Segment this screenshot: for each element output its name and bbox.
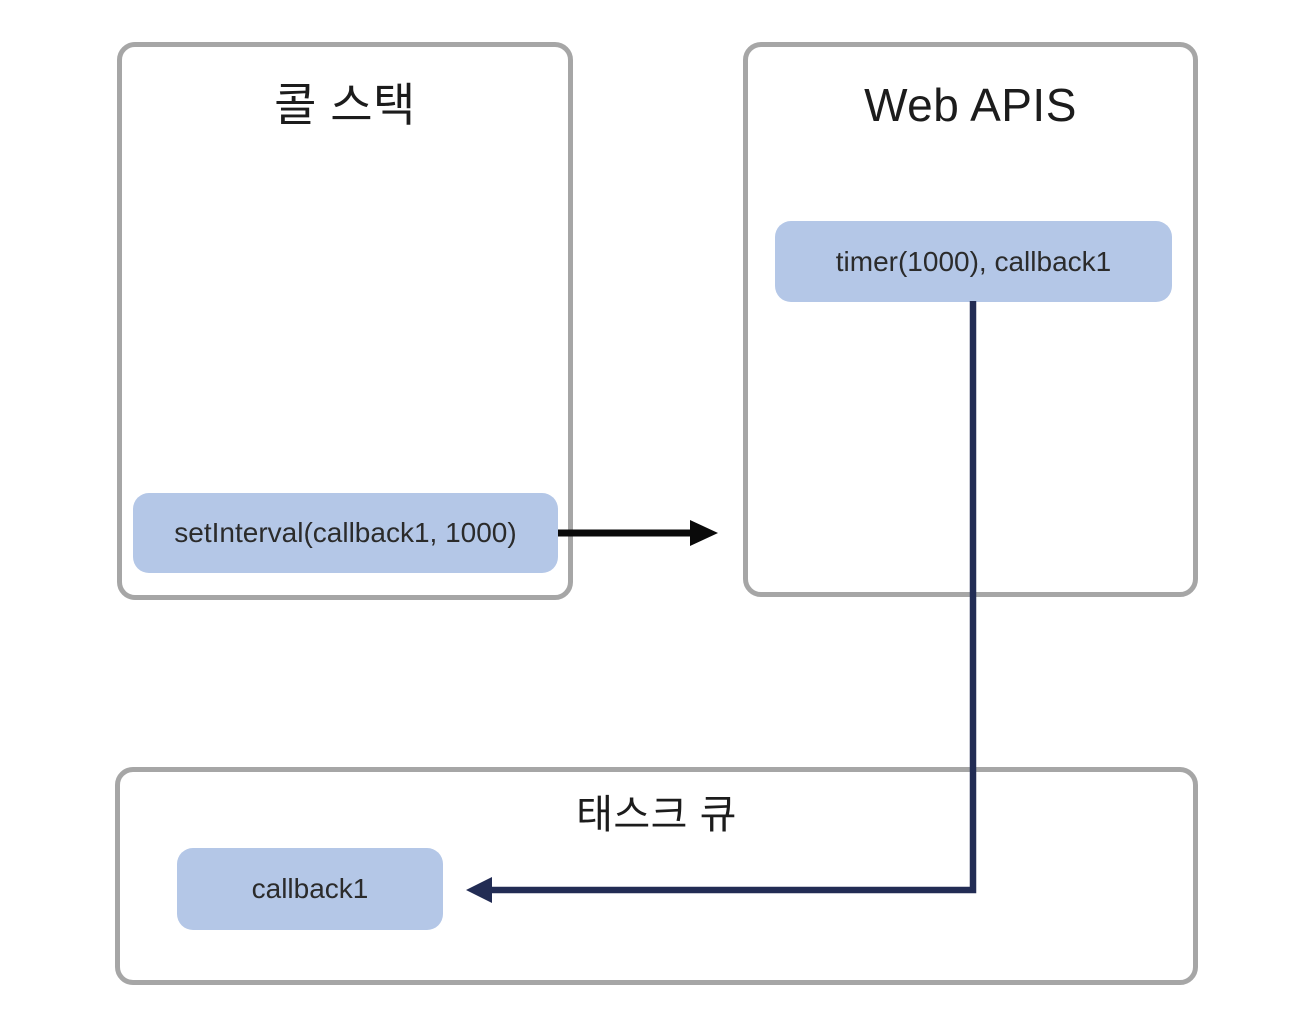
call-stack-title: 콜 스택 bbox=[274, 79, 416, 131]
callstack-to-webapis-arrow bbox=[558, 520, 718, 546]
timer-chip: timer(1000), callback1 bbox=[775, 221, 1172, 302]
web-apis-box: Web APIS bbox=[743, 42, 1198, 597]
task-queue-title: 태스크 큐 bbox=[576, 793, 737, 837]
web-apis-title: Web APIS bbox=[864, 79, 1077, 131]
setinterval-chip: setInterval(callback1, 1000) bbox=[133, 493, 558, 573]
right-arrowhead-icon bbox=[690, 520, 718, 546]
callback1-chip: callback1 bbox=[177, 848, 443, 930]
